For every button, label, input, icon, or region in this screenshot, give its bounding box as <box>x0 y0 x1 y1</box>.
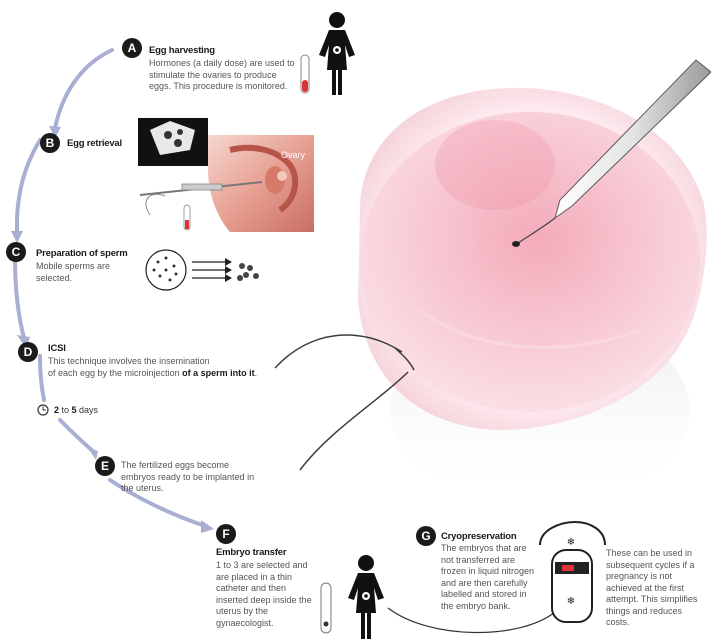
step-f-title: Embryo transfer <box>216 547 286 558</box>
step-d-badge: D <box>18 342 38 362</box>
step-e-text: The fertilized eggs become embryos ready… <box>121 460 261 495</box>
egg-illustration <box>358 88 707 505</box>
sperm-preparation-illustration <box>146 250 259 290</box>
arrowhead-f <box>201 520 214 533</box>
clock-icon <box>38 405 48 415</box>
woman-icon-f <box>348 555 384 639</box>
arrow-c-to-d <box>15 258 24 338</box>
cryo-side-note: These can be used in subsequent cycles i… <box>606 548 708 629</box>
arrowhead-e <box>88 448 98 460</box>
step-a-badge: A <box>122 38 142 58</box>
test-tube-a <box>301 55 309 93</box>
step-g-badge: G <box>416 526 436 546</box>
arrow-a-to-b <box>55 50 112 128</box>
svg-text:❄: ❄ <box>567 596 575 607</box>
step-d-line2-bold: of a sperm into it <box>182 368 255 378</box>
step-d-line2-post: . <box>255 368 258 378</box>
duration-label: 2 to 5 days <box>54 405 98 417</box>
step-d-title: ICSI <box>48 343 66 354</box>
step-b-badge: B <box>40 133 60 153</box>
sperm-head <box>512 241 520 247</box>
step-a-text: Hormones (a daily dose) are used to stim… <box>149 58 297 93</box>
test-tube-f <box>321 583 331 633</box>
woman-icon-a <box>319 12 355 95</box>
step-c-title: Preparation of sperm <box>36 248 128 259</box>
step-d-line2-pre: of each egg by the microinjection <box>48 368 182 378</box>
step-g-text: The embryos that are not transferred are… <box>441 543 537 612</box>
step-d-text: This technique involves the insemination… <box>48 356 288 379</box>
step-c-badge: C <box>6 242 26 262</box>
step-g-title: Cryopreservation <box>441 531 516 542</box>
arrow-d-to-duration <box>40 356 44 400</box>
step-c-text: Mobile sperms are selected. <box>36 261 116 284</box>
duration-unit: days <box>77 405 99 415</box>
arrow-duration-to-e <box>60 420 94 452</box>
step-b-title: Egg retrieval <box>67 138 122 149</box>
cryo-tube-icon: ❄ ❄ <box>540 522 605 622</box>
step-e-badge: E <box>95 456 115 476</box>
duration-to: to <box>59 405 72 415</box>
ovary-label: Ovary <box>281 150 305 160</box>
step-d-line2: of each egg by the microinjection of a s… <box>48 368 288 380</box>
step-f-badge: F <box>216 524 236 544</box>
svg-text:❄: ❄ <box>567 537 575 548</box>
ultrasound-image <box>138 118 208 166</box>
step-d-line1: This technique involves the insemination <box>48 356 288 368</box>
step-a-title: Egg harvesting <box>149 45 215 56</box>
arrow-b-to-c <box>17 140 40 232</box>
step-f-text: 1 to 3 are selected and are placed in a … <box>216 560 316 629</box>
